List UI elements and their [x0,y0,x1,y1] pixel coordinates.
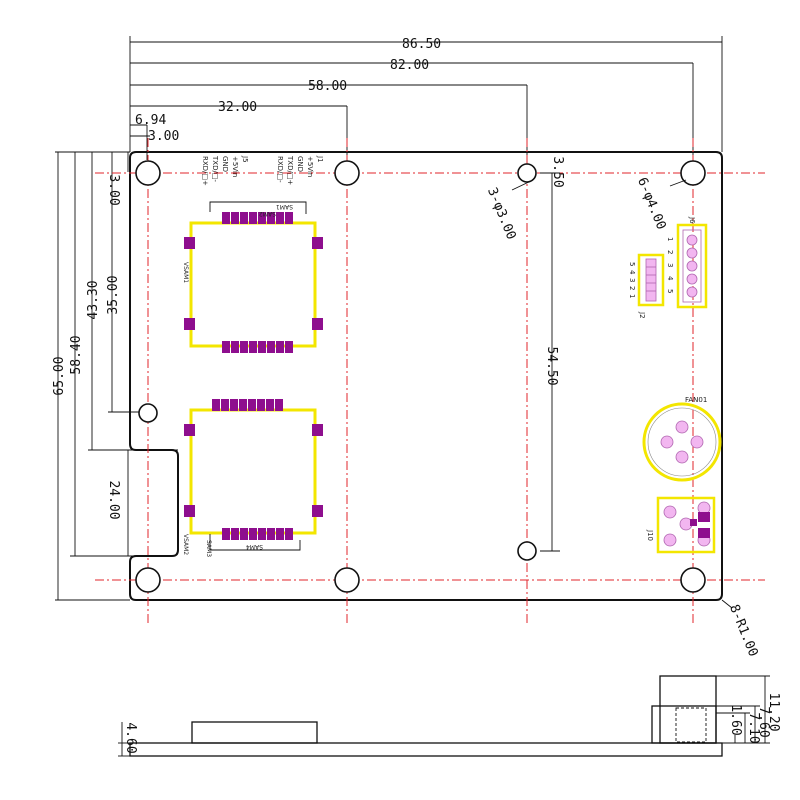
vsam1-label: VSAM1 [182,262,189,283]
inner-dimensions: 54.50 3.50 3-φ3.00 6-φ4.00 8-R1.00 [484,156,760,659]
dim-hole-large: 6-φ4.00 [634,175,668,231]
j1-pin-1: +5Vin [306,156,314,177]
dim-3-00-top: 3.00 [148,129,179,144]
j5-label: J5 [241,155,249,163]
dim-86-50: 86.50 [402,37,441,52]
dim-1-60: 1.60 [728,704,743,735]
fan-label: FAN01 [685,396,707,404]
j6-connector: J6 1 2 3 4 5 [666,216,708,309]
dim-54-50: 54.50 [544,346,559,385]
hole-top-left [135,160,161,186]
mounting-holes [135,160,706,593]
top-dimensions: 86.50 82.00 58.00 32.00 6.94 3.00 [129,36,723,160]
dim-3-50: 3.50 [550,156,565,187]
hole-small-left [138,403,158,423]
j2-pin-5: 5 [628,262,636,266]
dim-4-60: 4.60 [123,722,138,753]
j5-pin-4: RXD/□+ [201,156,209,186]
sam2-label: SAM2 [259,210,276,217]
dim-58-40: 58.40 [69,335,84,374]
side-view: 11.20 7.60 7.10 1.60 4.60 [118,675,781,757]
j6-pin-5: 5 [666,289,674,293]
j5-labels: J5 +5Vin GND TXD/□- RXD/□+ [201,155,249,186]
board-outline [129,151,723,601]
j6-label: J6 [688,216,696,224]
j5-pin-2: GND [221,156,229,172]
j1-label: J1 [316,155,324,163]
dim-7-60: 7.60 [756,706,771,737]
j2-pin-4: 4 [628,270,636,275]
j10-connector: J10 [646,496,716,554]
dim-11-20: 11.20 [766,692,781,731]
dim-24-00: 24.00 [106,480,121,519]
fan-footprint: FAN01 [642,396,722,482]
sam3-label: SAM3 [205,540,212,557]
hole-top-mid [334,160,360,186]
sam1-label: SAM1 [276,203,293,210]
hole-bottom-left [135,567,161,593]
j6-pin-3: 3 [666,263,674,267]
hole-small-bottom [517,541,537,561]
j1-pin-3: TXD/□+ [286,155,294,185]
dim-7-10: 7.10 [746,712,761,743]
j1-pin-4: RXD/□- [276,156,284,183]
hole-top-right [680,160,706,186]
j1-labels: J1 +5Vin GND TXD/□+ RXD/□- [276,155,324,185]
j6-pin-2: 2 [666,250,674,254]
sam-module-bottom: SAM4 SAM3 VSAM2 [182,399,323,557]
j10-label: J10 [646,529,654,541]
dim-65-00: 65.00 [52,356,67,395]
j5-pin-3: TXD/□- [211,155,219,182]
dim-corner-radius: 8-R1.00 [726,602,760,658]
j6-pin-1: 1 [666,237,674,241]
sam-module-top: SAM1 SAM2 VSAM1 [182,201,323,353]
vsam2-label: VSAM2 [182,534,189,555]
dim-35-00: 35.00 [106,275,121,314]
dim-3-00-left: 3.00 [106,174,121,205]
j1-pin-2: GND [296,156,304,172]
hole-bottom-mid [334,567,360,593]
dim-58-00: 58.00 [308,79,347,94]
j2-pin-3: 3 [628,278,636,282]
dim-hole-small: 3-φ3.00 [484,185,518,241]
dim-32-00: 32.00 [218,100,257,115]
left-dimensions: 65.00 58.40 43.30 35.00 24.00 3.00 [52,151,178,601]
dim-82-00: 82.00 [390,58,429,73]
hole-small-top [517,163,537,183]
sam4-label: SAM4 [246,543,263,550]
j2-label: J2 [638,311,646,319]
hole-bottom-right [680,567,706,593]
dim-6-94: 6.94 [135,113,166,128]
j2-pin-2: 2 [628,286,636,290]
j5-pin-1: +5Vin [231,156,239,177]
dim-43-30: 43.30 [86,280,101,319]
j2-connector: 5 4 3 2 1 J2 [628,253,665,319]
center-lines [95,138,765,625]
j6-pin-4: 4 [666,276,674,281]
j2-pin-1: 1 [628,294,636,298]
